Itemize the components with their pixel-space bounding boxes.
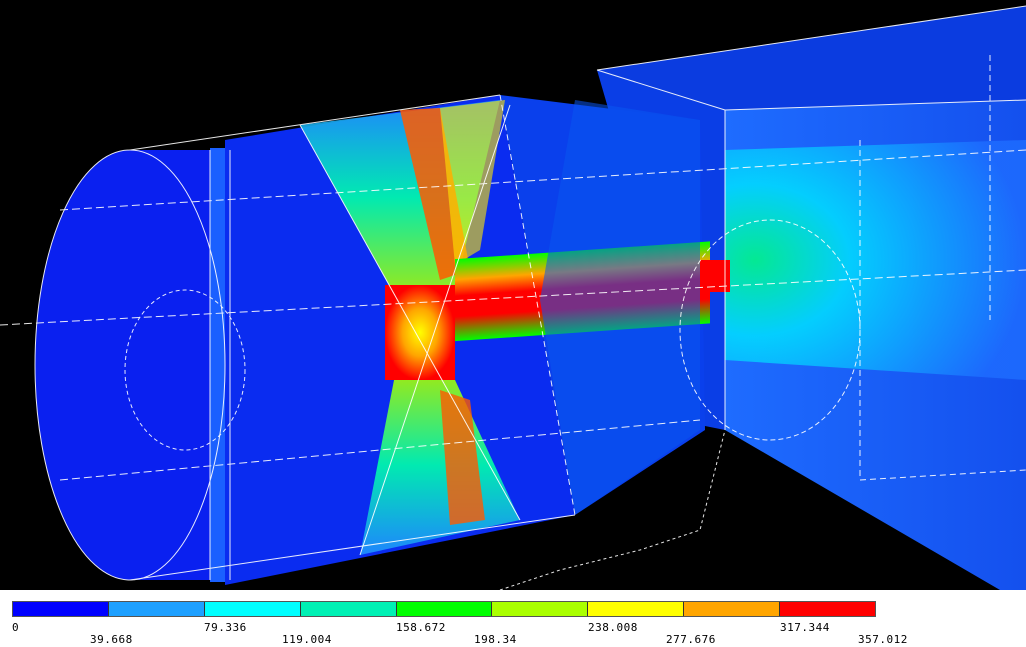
legend-swatch bbox=[300, 602, 397, 616]
legend-value-label: 79.336 bbox=[204, 621, 247, 634]
stress-contour-model bbox=[0, 5, 1026, 590]
legend-swatch bbox=[108, 602, 205, 616]
legend-value-label: 39.668 bbox=[90, 633, 133, 646]
legend-swatch bbox=[588, 602, 685, 616]
color-legend: 0 39.668 79.336 119.004 158.672 198.34 238.008… bbox=[0, 590, 1026, 647]
legend-value-label: 238.008 bbox=[588, 621, 638, 634]
legend-value-label: 277.676 bbox=[666, 633, 716, 646]
legend-value-label: 119.004 bbox=[282, 633, 332, 646]
legend-value-label: 198.34 bbox=[474, 633, 517, 646]
legend-swatch bbox=[684, 602, 781, 616]
legend-swatch bbox=[204, 602, 301, 616]
legend-value-label: 357.012 bbox=[858, 633, 908, 646]
legend-swatch bbox=[780, 602, 876, 616]
legend-swatch bbox=[396, 602, 493, 616]
legend-swatch bbox=[13, 602, 109, 616]
legend-value-label: 158.672 bbox=[396, 621, 446, 634]
legend-value-label: 317.344 bbox=[780, 621, 830, 634]
color-scale-bar bbox=[12, 601, 876, 617]
legend-swatch bbox=[492, 602, 589, 616]
legend-value-label: 0 bbox=[12, 621, 20, 634]
fea-viewport[interactable] bbox=[0, 0, 1026, 590]
